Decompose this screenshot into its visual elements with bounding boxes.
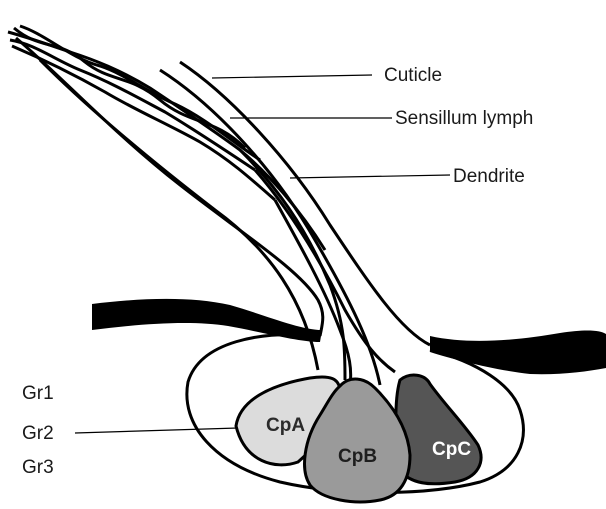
gr-leader-line — [75, 428, 238, 433]
label-sensillum-lymph: Sensillum lymph — [395, 108, 533, 129]
cell-label-cpb: CpB — [338, 446, 377, 467]
label-cuticle: Cuticle — [384, 65, 442, 86]
cuticle-right-band — [430, 330, 606, 374]
dendrite-bundle — [8, 26, 395, 385]
cuticle-left-band — [92, 299, 322, 342]
label-gr1: Gr1 — [22, 383, 54, 404]
label-gr2: Gr2 — [22, 423, 54, 444]
label-dendrite: Dendrite — [453, 166, 525, 187]
cell-label-cpc: CpC — [432, 439, 471, 460]
cuticle-leader-line — [212, 75, 372, 78]
cell-label-cpa: CpA — [266, 415, 305, 436]
dendrite-leader-line — [290, 175, 450, 178]
label-gr3: Gr3 — [22, 457, 54, 478]
hair-outer-wall-right — [180, 62, 430, 345]
